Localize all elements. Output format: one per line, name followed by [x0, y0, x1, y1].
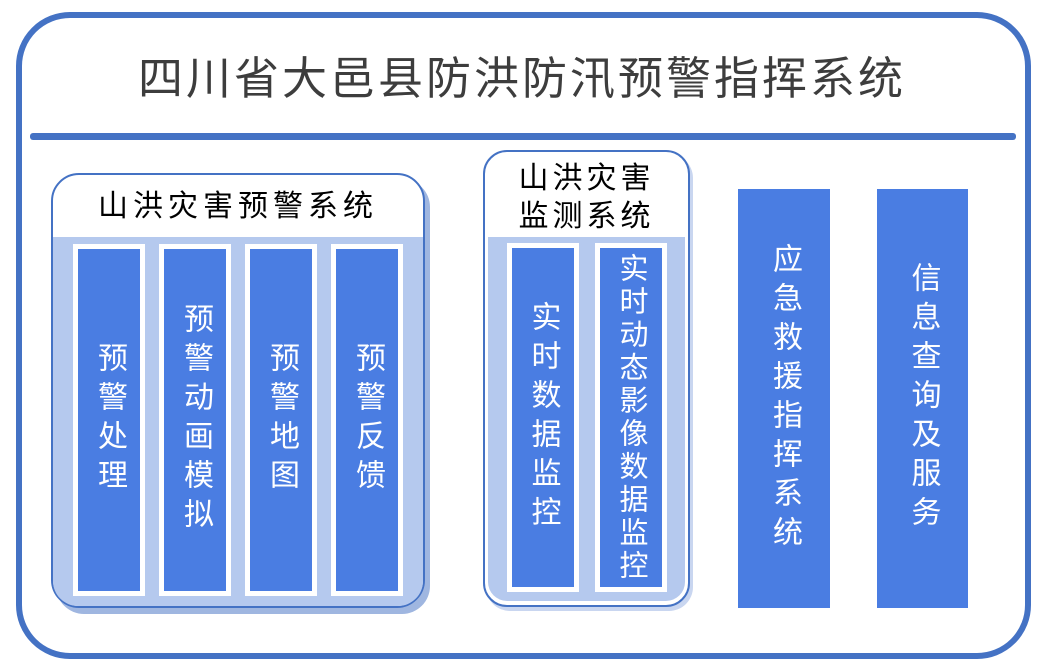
- bar-warning-map: 预警地图: [245, 244, 317, 596]
- group-flood-warning-system: 山洪灾害预警系统 预警处理 预警动画模拟 预警地图 预警反馈: [51, 173, 425, 608]
- bar-warning-processing: 预警处理: [73, 244, 145, 596]
- bar-warning-animation-simulation-label: 预警动画模拟: [179, 303, 212, 537]
- group-flood-monitoring-title-line1: 山洪灾害: [518, 162, 655, 195]
- bar-warning-feedback: 预警反馈: [331, 244, 403, 596]
- group-flood-monitoring-system: 山洪灾害 监测系统 实时数据监控 实时动态影像数据监控: [483, 150, 690, 607]
- bar-warning-map-label: 预警地图: [265, 342, 298, 498]
- title-divider-line: [30, 133, 1016, 140]
- bar-warning-feedback-label: 预警反馈: [351, 342, 384, 498]
- page-title: 四川省大邑县防洪防汛预警指挥系统: [137, 53, 906, 104]
- bar-emergency-rescue-command-system: 应急救援指挥系统: [738, 189, 830, 608]
- group-flood-monitoring-title-line2: 监测系统: [518, 200, 655, 233]
- group-flood-monitoring-title: 山洪灾害 监测系统: [485, 152, 688, 236]
- bar-realtime-dynamic-video-data-monitoring-label: 实时动态影像数据监控: [615, 252, 647, 583]
- bar-realtime-data-monitoring-label: 实时数据监控: [526, 300, 560, 535]
- group-flood-monitoring-body: 实时数据监控 实时动态影像数据监控: [488, 237, 685, 601]
- bar-realtime-data-monitoring: 实时数据监控: [506, 243, 579, 592]
- group-flood-warning-title: 山洪灾害预警系统: [98, 190, 378, 223]
- group-flood-warning-body: 预警处理 预警动画模拟 预警地图 预警反馈: [53, 237, 423, 606]
- bar-information-query-service-label: 信息查询及服务: [906, 262, 940, 535]
- bar-emergency-rescue-command-system-label: 应急救援指挥系统: [768, 242, 801, 555]
- bar-realtime-dynamic-video-data-monitoring: 实时动态影像数据监控: [594, 243, 667, 592]
- bar-warning-processing-label: 预警处理: [93, 342, 126, 498]
- bar-information-query-service: 信息查询及服务: [877, 189, 968, 608]
- bar-warning-animation-simulation: 预警动画模拟: [159, 244, 231, 596]
